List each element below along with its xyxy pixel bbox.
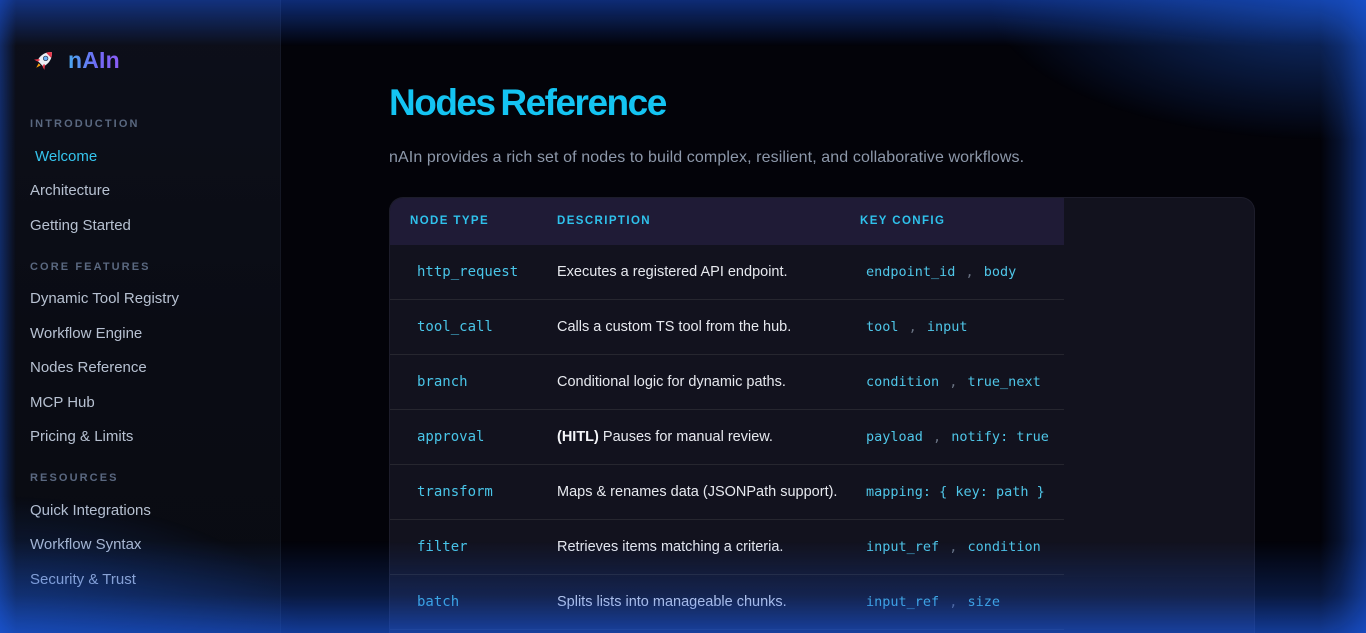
config-key: tool — [866, 318, 899, 335]
node-type-cell: tool_call — [417, 318, 493, 335]
sidebar-item-workflow-syntax[interactable]: Workflow Syntax — [30, 536, 142, 554]
column-header-node-type: NODE TYPE — [410, 215, 490, 228]
table-row: branch Conditional logic for dynamic path… — [390, 355, 1064, 410]
sidebar-item-welcome[interactable]: Welcome — [35, 147, 98, 165]
nodes-table-card: NODE TYPE DESCRIPTION KEY CONFIG http_re… — [389, 196, 1255, 633]
key-config-cell: input_ref , size — [860, 593, 1064, 611]
key-config-cell: endpoint_id , body — [860, 263, 1064, 281]
description-cell: Executes a registered API endpoint. — [557, 263, 788, 280]
node-type-cell: transform — [417, 483, 493, 500]
table-row: tool_call Calls a custom TS tool from the… — [390, 300, 1064, 355]
sidebar-item-quick-integrations[interactable]: Quick Integrations — [30, 501, 151, 519]
config-key: body — [983, 263, 1017, 280]
sidebar-item-nodes-reference[interactable]: Nodes Reference — [30, 359, 147, 377]
main-content: Nodes Reference nAIn provides a rich set… — [281, 0, 1366, 633]
brand-name: nAIn — [68, 47, 120, 73]
sidebar-item-getting-started[interactable]: Getting Started — [30, 216, 131, 234]
description-cell: (HITL) Pauses for manual review. — [557, 428, 773, 445]
config-separator: , — [957, 263, 982, 280]
page-subtitle: nAIn provides a rich set of nodes to bui… — [389, 148, 1025, 166]
config-key: true_next — [967, 373, 1041, 390]
description-cell: Maps & renames data (JSONPath support). — [557, 483, 838, 500]
config-separator: , — [941, 593, 966, 610]
config-separator: , — [941, 373, 966, 390]
config-key: condition — [967, 538, 1041, 555]
table-row: filter Retrieves items matching a criteri… — [390, 520, 1064, 575]
node-type-cell: branch — [417, 373, 468, 390]
table-row: batch Splits lists into manageable chunks… — [390, 575, 1064, 630]
rocket-icon — [30, 47, 57, 74]
column-header-key-config: KEY CONFIG — [860, 215, 946, 228]
sidebar-section-label: CORE FEATURES — [30, 260, 151, 273]
sidebar-item-pricing-limits[interactable]: Pricing & Limits — [30, 428, 134, 446]
description-cell: Retrieves items matching a criteria. — [557, 538, 784, 555]
node-type-cell: batch — [417, 593, 460, 610]
table-row: approval (HITL) Pauses for manual review.… — [390, 410, 1064, 465]
config-key: input_ref — [866, 593, 940, 610]
sidebar-section-label: INTRODUCTION — [30, 118, 140, 130]
config-separator: , — [900, 318, 925, 335]
sidebar-item-dynamic-tool-registry[interactable]: Dynamic Tool Registry — [30, 290, 179, 308]
description-cell: Conditional logic for dynamic paths. — [557, 373, 786, 390]
sidebar-item-mcp-hub[interactable]: MCP Hub — [30, 393, 95, 411]
column-header-description: DESCRIPTION — [557, 215, 651, 228]
description-cell: Splits lists into manageable chunks. — [557, 593, 787, 610]
nodes-reference-table: NODE TYPE DESCRIPTION KEY CONFIG http_re… — [390, 197, 1064, 630]
key-config-cell: condition , true_next — [860, 373, 1064, 391]
table-row: transform Maps & renames data (JSONPath s… — [390, 465, 1064, 520]
sidebar-section-label: RESOURCES — [30, 472, 119, 484]
config-key: condition — [866, 373, 940, 390]
config-key: size — [967, 593, 1001, 610]
sidebar-item-security-trust[interactable]: Security & Trust — [30, 570, 136, 588]
config-key: notify: true — [951, 428, 1049, 445]
page-title: Nodes Reference — [389, 82, 667, 123]
table-header-row: NODE TYPE DESCRIPTION KEY CONFIG — [390, 197, 1064, 245]
brand-logo[interactable]: nAIn — [30, 47, 256, 74]
key-config-cell: input_ref , condition — [860, 538, 1064, 556]
config-key: mapping: { key: path } — [866, 483, 1045, 500]
sidebar-item-workflow-engine[interactable]: Workflow Engine — [30, 324, 143, 342]
key-config-cell: payload , notify: true — [860, 428, 1064, 446]
config-key: input — [926, 318, 968, 335]
node-type-cell: http_request — [417, 263, 519, 280]
table-row: http_request Executes a registered API en… — [390, 245, 1064, 300]
node-type-cell: approval — [417, 428, 485, 445]
node-type-cell: filter — [417, 538, 468, 555]
table-body: http_request Executes a registered API en… — [390, 245, 1064, 630]
config-key: payload — [866, 428, 923, 445]
key-config-cell: tool , input — [860, 318, 1064, 336]
sidebar-item-architecture[interactable]: Architecture — [30, 182, 111, 200]
config-key: endpoint_id — [866, 263, 956, 280]
config-separator: , — [941, 538, 966, 555]
description-cell: Calls a custom TS tool from the hub. — [557, 318, 792, 335]
config-key: input_ref — [866, 538, 940, 555]
config-separator: , — [924, 428, 950, 445]
key-config-cell: mapping: { key: path } — [860, 483, 1064, 501]
